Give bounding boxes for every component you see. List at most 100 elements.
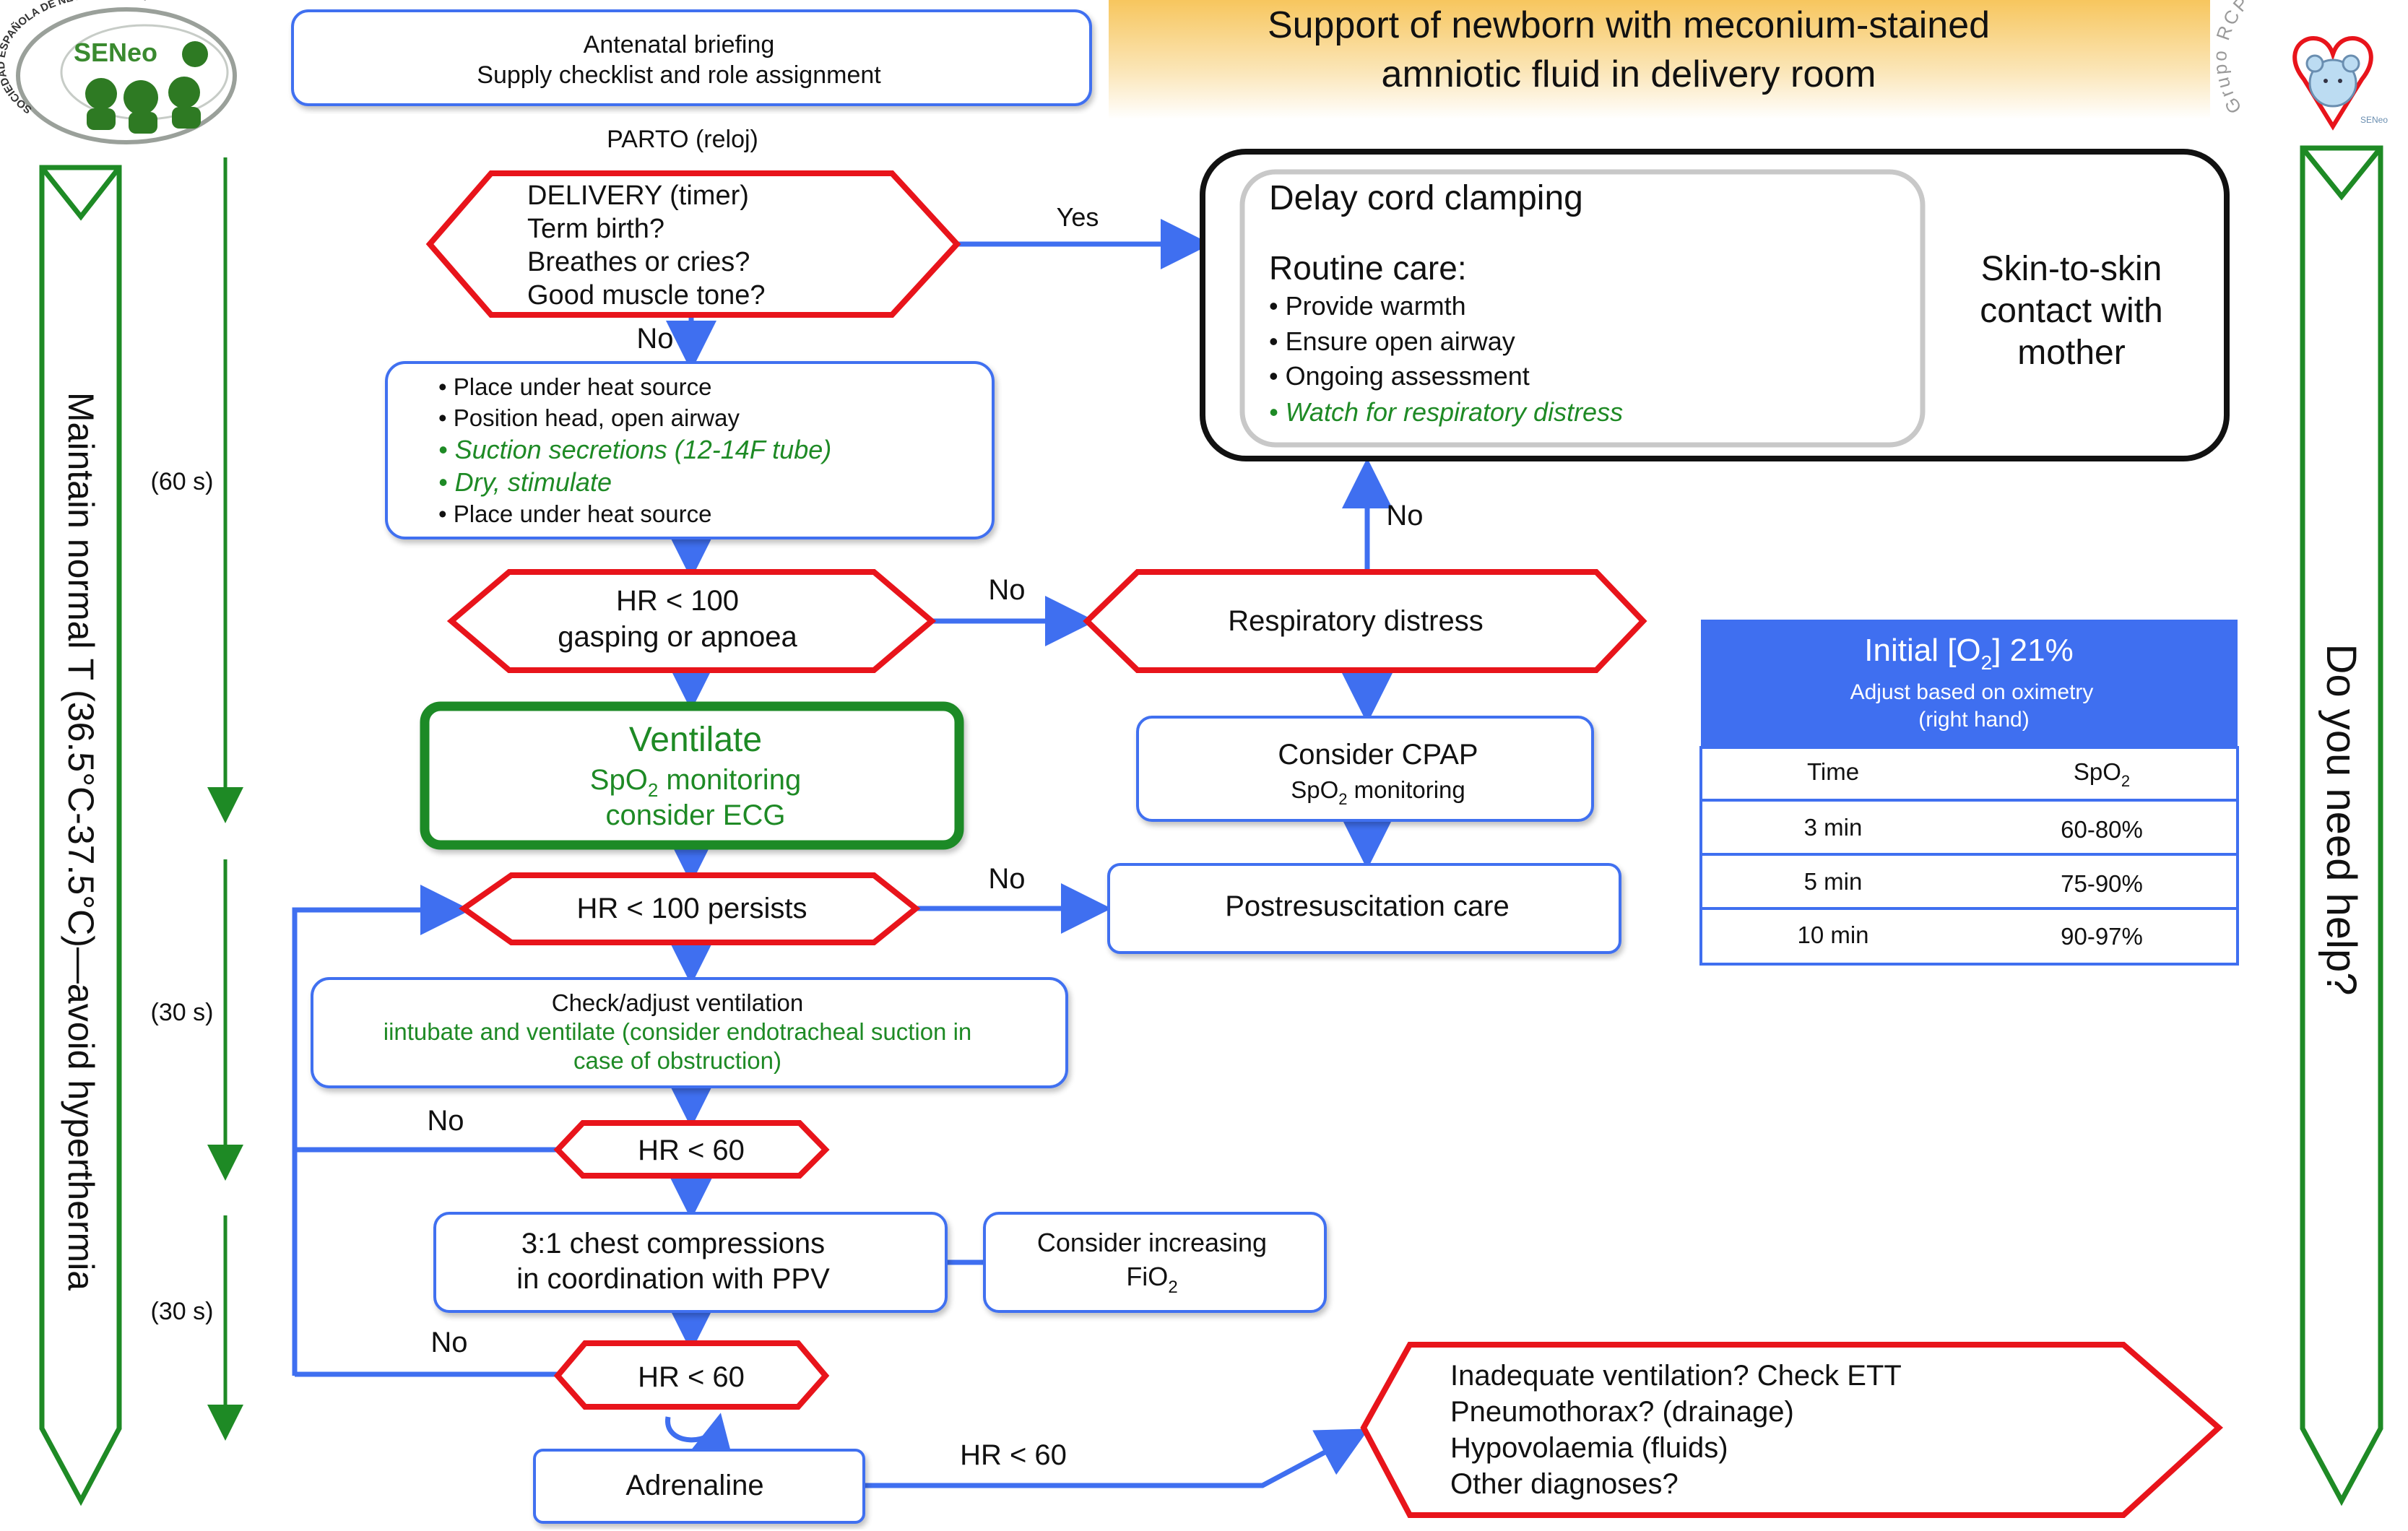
parto-label: PARTO (reloj): [607, 126, 758, 153]
left-banner-notch: [40, 165, 121, 221]
adrenaline-box: Adrenaline: [533, 1449, 865, 1524]
routine-item-1: • Provide warmth: [1269, 291, 1466, 321]
briefing-line-1: Antenatal briefing: [584, 31, 775, 58]
oxygen-table-title-a: Initial [O: [1864, 633, 1980, 668]
routine-item-4: • Watch for respiratory distress: [1269, 397, 1623, 427]
ventilate-shape: [420, 701, 964, 850]
causes-line-2: Pneumothorax? (drainage): [1450, 1396, 1794, 1428]
causes-line-3: Hypovolaemia (fluids): [1450, 1432, 1728, 1464]
causes-shape: [1360, 1342, 2224, 1518]
resp-distress-hexagon: Respiratory distress: [1083, 569, 1647, 673]
label-no-resp: No: [1386, 500, 1423, 532]
oxygen-table-row-2-spo2: 75-90%: [2061, 870, 2143, 897]
initial-steps-shape: [385, 361, 995, 539]
hr60-b-hexagon: HR < 60: [553, 1340, 830, 1410]
skin-line-3: mother: [2017, 334, 2125, 372]
briefing-shape: [291, 9, 1092, 106]
label-no-hr60b: No: [430, 1327, 467, 1358]
hr100-persists-shape: [459, 872, 921, 945]
oxygen-table-col-spo2-sub: 2: [2121, 772, 2130, 790]
left-banner-shape: [39, 165, 122, 1506]
initial-step-5: • Place under heat source: [438, 500, 711, 527]
label-no-hr60a: No: [427, 1105, 464, 1137]
routine-inner-shape: [1239, 169, 1926, 448]
rcp-badge: SENeo: [2360, 115, 2388, 125]
check-adjust-line-1: Check/adjust ventilation: [552, 989, 804, 1016]
time-label-30s-a: (30 s): [151, 999, 214, 1026]
hr100-shape: [446, 569, 937, 673]
resp-distress-text: Respiratory distress: [1228, 605, 1483, 637]
routine-item-3: • Ongoing assessment: [1269, 361, 1530, 391]
delivery-line-2: Term birth?: [527, 214, 664, 244]
right-banner-shape: [2300, 145, 2383, 1506]
ventilate-spo2: SpO: [590, 764, 648, 796]
hr100-persists-hexagon: HR < 100 persists: [459, 872, 921, 945]
routine-item-2: • Ensure open airway: [1269, 326, 1515, 356]
fio2-line-1: Consider increasing: [1037, 1228, 1267, 1257]
hr100-persists-text: HR < 100 persists: [576, 893, 807, 924]
skin-line-1: Skin-to-skin: [1981, 250, 2162, 288]
oxygen-table-note-2: (right hand): [1918, 708, 2029, 732]
oxygen-table-title: Initial [O2] 21%: [1864, 633, 2073, 674]
briefing-line-2: Supply checklist and role assignment: [477, 61, 881, 89]
rcp-neonatal-logo: Grupo RCP Neonatal SENeo: [2209, 0, 2388, 131]
label-hr60-arrow: HR < 60: [960, 1439, 1067, 1471]
oxygen-table-header-bg: [1701, 620, 2238, 747]
oxygen-table-row-3-spo2: 90-97%: [2061, 923, 2143, 950]
title-line-1: Support of newborn with meconium-stained: [1268, 4, 1990, 46]
right-banner-notch: [2300, 146, 2383, 201]
compressions-line-1: 3:1 chest compressions: [521, 1228, 825, 1259]
hr60-a-shape: [553, 1120, 830, 1179]
delivery-line-4: Good muscle tone?: [527, 280, 766, 311]
cpap-shape: [1136, 716, 1594, 822]
compressions-box: 3:1 chest compressions in coordination w…: [433, 1212, 948, 1313]
connector-labels: Yes No No No No No No HR < 60: [427, 202, 1423, 1471]
hr100-hexagon: HR < 100 gasping or apnoea: [446, 569, 937, 673]
right-banner: Do you need help?: [2300, 145, 2383, 1506]
ventilate-monitoring: monitoring: [658, 764, 801, 796]
time-label-60s: (60 s): [151, 468, 214, 495]
cpap-line-1: Consider CPAP: [1278, 739, 1478, 771]
oxygen-table-col-time: Time: [1807, 758, 1859, 785]
label-yes: Yes: [1057, 202, 1099, 232]
postresus-shape: [1107, 863, 1621, 954]
check-adjust-shape: [311, 977, 1068, 1088]
title-background: [1109, 0, 2210, 119]
label-no-hr100: No: [988, 574, 1025, 606]
oxygen-table-row-1-time: 3 min: [1804, 814, 1863, 841]
teddy-bear-icon: [2305, 54, 2360, 108]
adrenaline-text: Adrenaline: [625, 1470, 763, 1501]
ventilate-spo2-sub: 2: [648, 779, 658, 801]
routine-delay: Delay cord clamping: [1269, 179, 1583, 217]
ventilate-box: Ventilate SpO2 monitoring consider ECG: [420, 701, 964, 850]
fio2-line-2: FiO2: [1126, 1262, 1177, 1297]
causes-line-1: Inadequate ventilation? Check ETT: [1450, 1360, 1902, 1392]
cpap-monitoring: monitoring: [1348, 776, 1465, 803]
cpap-line-2: SpO2 monitoring: [1291, 776, 1465, 808]
delivery-hexagon: DELIVERY (timer) Term birth? Breathes or…: [425, 170, 961, 318]
hr60-a-text: HR < 60: [638, 1135, 745, 1166]
oxygen-table-col-spo2-a: SpO: [2074, 758, 2121, 785]
initial-step-1: • Place under heat source: [438, 373, 711, 400]
hr60-b-shape: [553, 1340, 830, 1410]
arrow-adrenaline-to-causes: [864, 1428, 1369, 1488]
title-banner: Support of newborn with meconium-stained…: [1109, 0, 2210, 119]
seneo-logo: SENeo SOCIEDAD ESPAÑOLA DE NEONATOLOGÍA: [0, 0, 237, 144]
oxygen-table-note-1: Adjust based on oximetry: [1850, 680, 2094, 704]
postresus-box: Postresuscitation care: [1107, 863, 1621, 954]
left-banner: Maintain normal T (36.5°C-37.5°C)—avoid …: [39, 165, 122, 1506]
initial-steps-box: • Place under heat source • Position hea…: [385, 361, 995, 539]
time-label-30s-b: (30 s): [151, 1298, 214, 1325]
compressions-shape: [433, 1212, 948, 1313]
routine-care-box: Delay cord clamping Routine care: • Prov…: [1200, 149, 2230, 461]
ventilate-line-3: consider ECG: [606, 799, 786, 831]
label-no-persists: No: [988, 863, 1025, 895]
label-no-delivery: No: [636, 323, 673, 355]
loop-arrow-to-persists: [292, 885, 471, 1376]
check-adjust-box: Check/adjust ventilation iintubate and v…: [311, 977, 1068, 1088]
resp-distress-shape: [1083, 569, 1647, 673]
delivery-shape: [425, 170, 961, 318]
initial-step-2: • Position head, open airway: [438, 404, 740, 431]
routine-heading: Routine care:: [1269, 249, 1467, 287]
check-adjust-line-3: case of obstruction): [573, 1047, 781, 1074]
